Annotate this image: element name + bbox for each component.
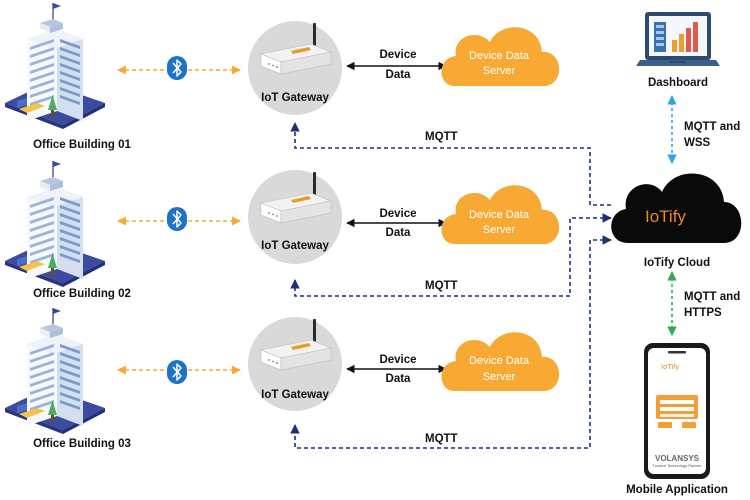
mobile-tagline: Trusted Technology Partner (653, 463, 703, 468)
building-icon (4, 307, 106, 435)
dashboard-label: Dashboard (648, 77, 708, 89)
mqtt-path-1 (290, 122, 611, 206)
bluetooth-icon (166, 359, 188, 385)
mobile-brand: VOLANSYS (655, 454, 700, 463)
gateway-label-2: IoT Gateway (261, 240, 329, 252)
building-icon (4, 2, 106, 130)
mobile-protocol-2: HTTPS (684, 307, 722, 319)
smartphone-icon (644, 343, 710, 479)
device-data-label-1b: Data (386, 69, 412, 81)
building-label-2: Office Building 02 (33, 288, 131, 300)
device-data-label-3b: Data (386, 373, 412, 385)
server-label-2a: Device Data (469, 209, 530, 221)
device-data-label-3a: Device (379, 354, 416, 366)
server-label-3a: Device Data (469, 355, 530, 367)
server-label-3b: Server (483, 371, 516, 383)
gateway-label-1: IoT Gateway (261, 92, 329, 104)
mqtt-path-3 (290, 235, 612, 449)
iotify-cloud-label: IoTify Cloud (644, 257, 710, 269)
mqtt-label-2: MQTT (425, 280, 458, 292)
mqtt-label-1: MQTT (425, 131, 458, 143)
building-label-3: Office Building 03 (33, 438, 131, 450)
bluetooth-icon (166, 206, 188, 232)
mobile-app-logo: IoTify (661, 362, 679, 371)
gateway-label-3: IoT Gateway (261, 389, 329, 401)
device-data-label-2b: Data (386, 227, 412, 239)
bluetooth-icon (166, 55, 188, 81)
building-icon (4, 160, 106, 288)
mobile-protocol-1: MQTT and (684, 291, 740, 303)
device-data-label-2a: Device (379, 208, 416, 220)
building-label-1: Office Building 01 (33, 139, 131, 151)
server-label-1a: Device Data (469, 50, 530, 62)
iotify-logo: IoTify (645, 207, 686, 226)
server-label-2b: Server (483, 224, 516, 236)
server-label-1b: Server (483, 65, 516, 77)
mqtt-label-3: MQTT (425, 433, 458, 445)
laptop-icon (636, 12, 720, 66)
dashboard-protocol-1: MQTT and (684, 121, 740, 133)
cloud-icon (611, 173, 742, 243)
dashboard-protocol-2: WSS (684, 137, 711, 149)
mobile-application-label: Mobile Application (626, 484, 728, 496)
device-data-label-1a: Device (379, 49, 416, 61)
